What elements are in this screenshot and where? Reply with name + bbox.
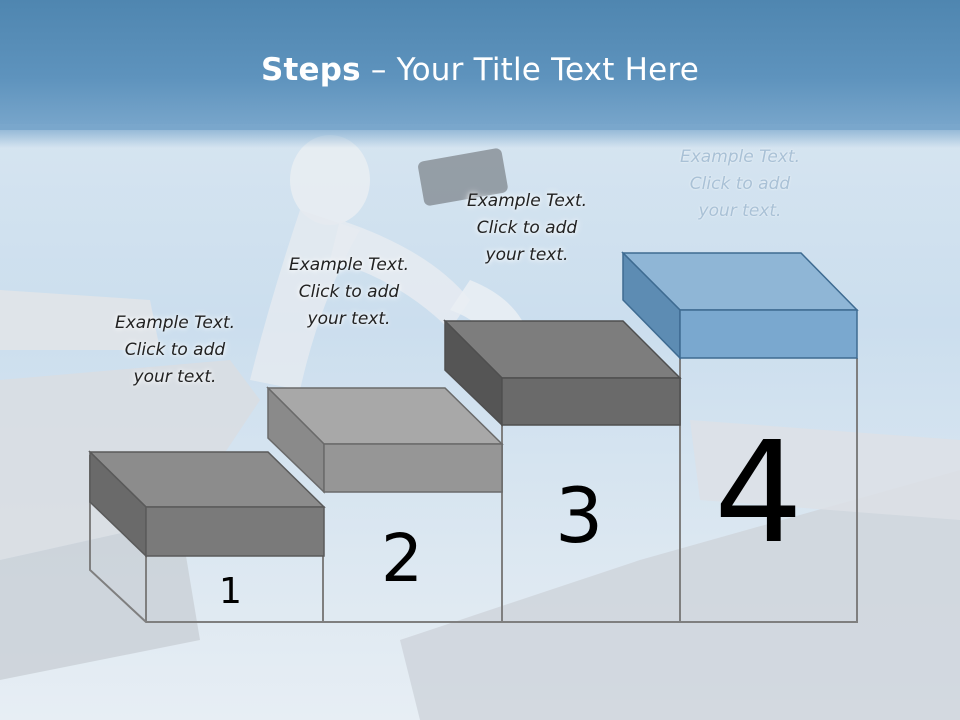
caption-line: Example Text. (679, 147, 801, 167)
caption-line: Click to add (124, 340, 226, 360)
title-bold: Steps (260, 52, 361, 88)
step-4-block[interactable] (621, 251, 859, 360)
title-rest: – Your Title Text Here (360, 52, 699, 88)
step-2-number: 2 (381, 520, 423, 597)
step-2-caption[interactable]: Example Text. Click to add your text. (264, 252, 434, 333)
title-bar (0, 0, 960, 130)
step-1-block[interactable] (88, 450, 326, 558)
slide-title[interactable]: Steps – Your Title Text Here (0, 52, 960, 88)
step-1-caption[interactable]: Example Text. Click to add your text. (90, 310, 260, 391)
step-1-front (145, 506, 325, 557)
step-3-caption[interactable]: Example Text. Click to add your text. (442, 188, 612, 269)
step-4-caption[interactable]: Example Text. Click to add your text. (655, 144, 825, 225)
step-4-number: 4 (714, 412, 804, 575)
caption-line: your text. (133, 367, 217, 387)
caption-line: your text. (485, 245, 569, 265)
caption-line: Click to add (689, 174, 791, 194)
step-2-front (323, 443, 503, 493)
step-3-block[interactable] (443, 319, 682, 427)
step-4-front (679, 309, 858, 359)
caption-line: Click to add (298, 282, 400, 302)
step-3-front (501, 377, 681, 426)
caption-line: your text. (698, 201, 782, 221)
caption-line: Example Text. (466, 191, 588, 211)
step-2-block[interactable] (266, 386, 504, 494)
caption-line: Example Text. (114, 313, 236, 333)
step-3-number: 3 (555, 471, 604, 560)
caption-line: Example Text. (288, 255, 410, 275)
caption-line: Click to add (476, 218, 578, 238)
title-bar-fade (0, 124, 960, 148)
step-1-number: 1 (219, 571, 242, 612)
caption-line: your text. (307, 309, 391, 329)
